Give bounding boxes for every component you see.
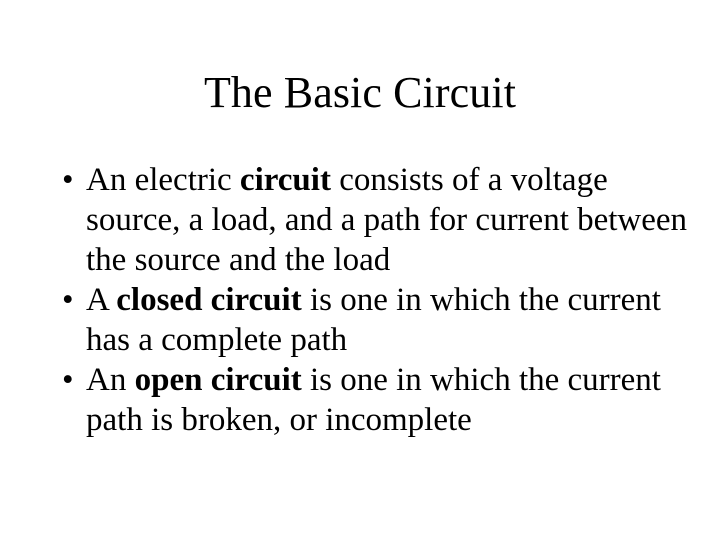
text-run: consists of a voltage source, a load, an…: [86, 162, 688, 278]
bullet-point-icon: •: [62, 362, 74, 398]
list-item: • An open circuit is one in which the cu…: [50, 360, 690, 440]
bullet-list: • An electric circuit consists of a volt…: [50, 160, 690, 440]
text-run-bold: circuit: [239, 162, 331, 198]
text-run-bold: closed circuit: [116, 282, 302, 318]
text-run: is one in which the current has a comple…: [86, 282, 661, 358]
text-run: A: [86, 282, 117, 318]
list-item-text: A closed circuit is one in which the cur…: [86, 280, 690, 360]
list-item: • An electric circuit consists of a volt…: [50, 160, 690, 280]
slide-body: • An electric circuit consists of a volt…: [50, 160, 690, 440]
text-run: An electric: [86, 162, 240, 198]
bullet-point-icon: •: [62, 162, 74, 198]
page-title: The Basic Circuit: [203, 68, 517, 117]
list-item-text: An electric circuit consists of a voltag…: [86, 160, 690, 280]
list-item-text: An open circuit is one in which the curr…: [86, 360, 690, 440]
list-item: • A closed circuit is one in which the c…: [50, 280, 690, 360]
text-run: An: [86, 362, 135, 398]
text-run-bold: open circuit: [134, 362, 302, 398]
text-run: is one in which the current path is brok…: [86, 362, 661, 438]
bullet-point-icon: •: [62, 282, 74, 318]
